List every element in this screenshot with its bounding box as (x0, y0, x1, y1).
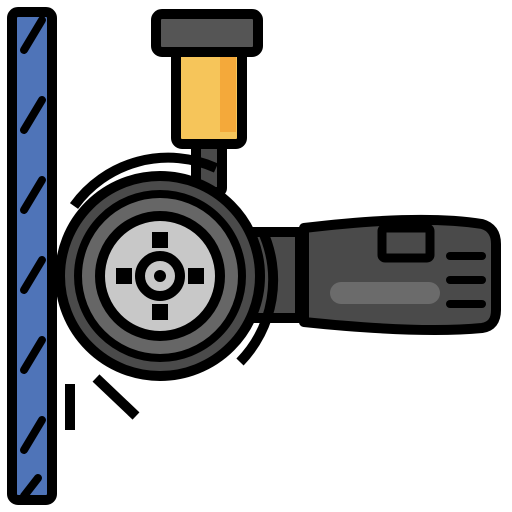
side-handle (151, 9, 263, 197)
cutting-disc (55, 171, 265, 381)
guard-arcs (69, 152, 279, 366)
sparks-icon (65, 374, 140, 430)
wall-strip (7, 7, 57, 505)
motor-body (245, 214, 501, 335)
